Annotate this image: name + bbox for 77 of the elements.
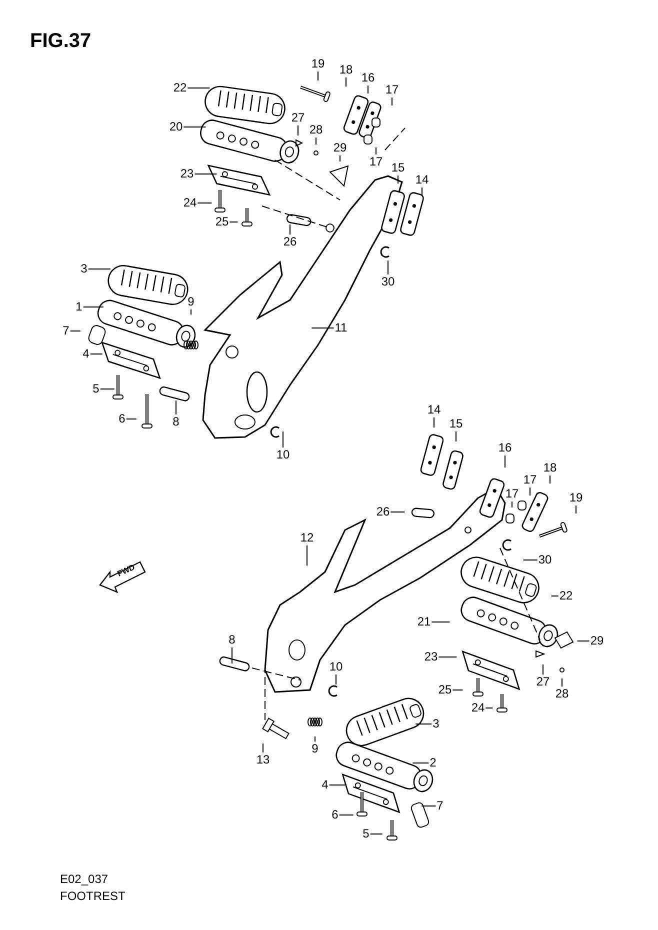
callout-number: 13 bbox=[256, 754, 270, 766]
callout-number: 18 bbox=[543, 462, 557, 474]
callout-number: 10 bbox=[276, 448, 290, 462]
callout-number: 9 bbox=[312, 742, 318, 756]
callout-number: 16 bbox=[498, 442, 512, 454]
leader-line bbox=[306, 545, 308, 566]
callout-number: 2 bbox=[430, 756, 436, 770]
callout-number: 30 bbox=[538, 554, 552, 566]
callout-number: 17 bbox=[505, 488, 519, 500]
callout-number: 6 bbox=[118, 412, 126, 426]
leader-line bbox=[88, 268, 111, 270]
callout-number: 17 bbox=[385, 84, 399, 96]
callout-number: 11 bbox=[334, 322, 348, 334]
leader-line bbox=[542, 664, 544, 675]
leader-line bbox=[262, 743, 264, 753]
callout-number: 20 bbox=[169, 120, 183, 134]
callout-number: 23 bbox=[180, 168, 194, 180]
callout-number: 22 bbox=[173, 82, 187, 94]
leader-line bbox=[504, 455, 506, 468]
callout-number: 14 bbox=[415, 174, 429, 186]
leader-line bbox=[314, 736, 316, 742]
leader-line bbox=[576, 640, 590, 642]
callout-number: 28 bbox=[309, 124, 323, 136]
callout-number: 7 bbox=[62, 324, 70, 338]
callout-number: 24 bbox=[471, 702, 485, 714]
callout-number: 18 bbox=[339, 64, 353, 76]
callout-number: 10 bbox=[329, 660, 343, 674]
callout-number: 3 bbox=[432, 718, 440, 730]
callout-number: 19 bbox=[311, 58, 325, 70]
callout-number: 17 bbox=[369, 156, 383, 168]
callout-number: 23 bbox=[424, 650, 438, 664]
callout-number: 29 bbox=[333, 142, 347, 154]
callout-number: 16 bbox=[361, 72, 375, 84]
callout-number: 15 bbox=[391, 162, 405, 174]
leader-line bbox=[70, 330, 81, 332]
leader-line bbox=[100, 388, 115, 390]
leader-line bbox=[82, 306, 104, 308]
callout-number: 4 bbox=[322, 778, 328, 792]
callout-number: 30 bbox=[381, 276, 395, 288]
callout-number: 29 bbox=[590, 634, 604, 648]
leader-line bbox=[338, 814, 354, 816]
leader-line bbox=[126, 418, 137, 420]
callout-number: 15 bbox=[449, 418, 463, 430]
callout-number: 4 bbox=[82, 348, 90, 360]
figure-code: E02_037 bbox=[60, 872, 108, 886]
callout-number: 28 bbox=[555, 688, 569, 700]
callout-number: 6 bbox=[332, 808, 338, 822]
callout-number: 24 bbox=[183, 196, 197, 210]
callout-number: 21 bbox=[417, 616, 431, 628]
callout-number: 3 bbox=[80, 262, 88, 276]
callout-number: 1 bbox=[76, 300, 82, 314]
leader-line bbox=[328, 784, 346, 786]
callout-number: 14 bbox=[427, 404, 441, 416]
callout-number: 19 bbox=[569, 492, 583, 504]
callout-number: 22 bbox=[559, 590, 573, 602]
section-name: FOOTREST bbox=[60, 889, 126, 903]
callout-number: 26 bbox=[283, 236, 297, 248]
leader-line bbox=[197, 202, 212, 204]
figure-title: FIG.37 bbox=[30, 30, 92, 53]
leader-line bbox=[190, 309, 192, 315]
callout-number: 25 bbox=[215, 216, 229, 228]
callout-number: 5 bbox=[92, 382, 100, 396]
leader-line bbox=[183, 126, 206, 128]
callout-number: 7 bbox=[436, 800, 444, 812]
callout-number: 17 bbox=[523, 474, 537, 486]
callout-number: 8 bbox=[172, 416, 180, 428]
callout-number: 25 bbox=[438, 684, 452, 696]
callout-number: 27 bbox=[291, 112, 305, 124]
leader-line bbox=[438, 656, 458, 658]
callout-number: 26 bbox=[376, 506, 390, 518]
callout-number: 27 bbox=[536, 676, 550, 688]
callout-number: 5 bbox=[362, 828, 370, 840]
callout-number: 8 bbox=[228, 634, 236, 646]
callout-number: 12 bbox=[300, 532, 314, 544]
callout-number: 9 bbox=[188, 296, 194, 308]
leader-line bbox=[412, 762, 430, 764]
leader-line bbox=[282, 431, 284, 448]
